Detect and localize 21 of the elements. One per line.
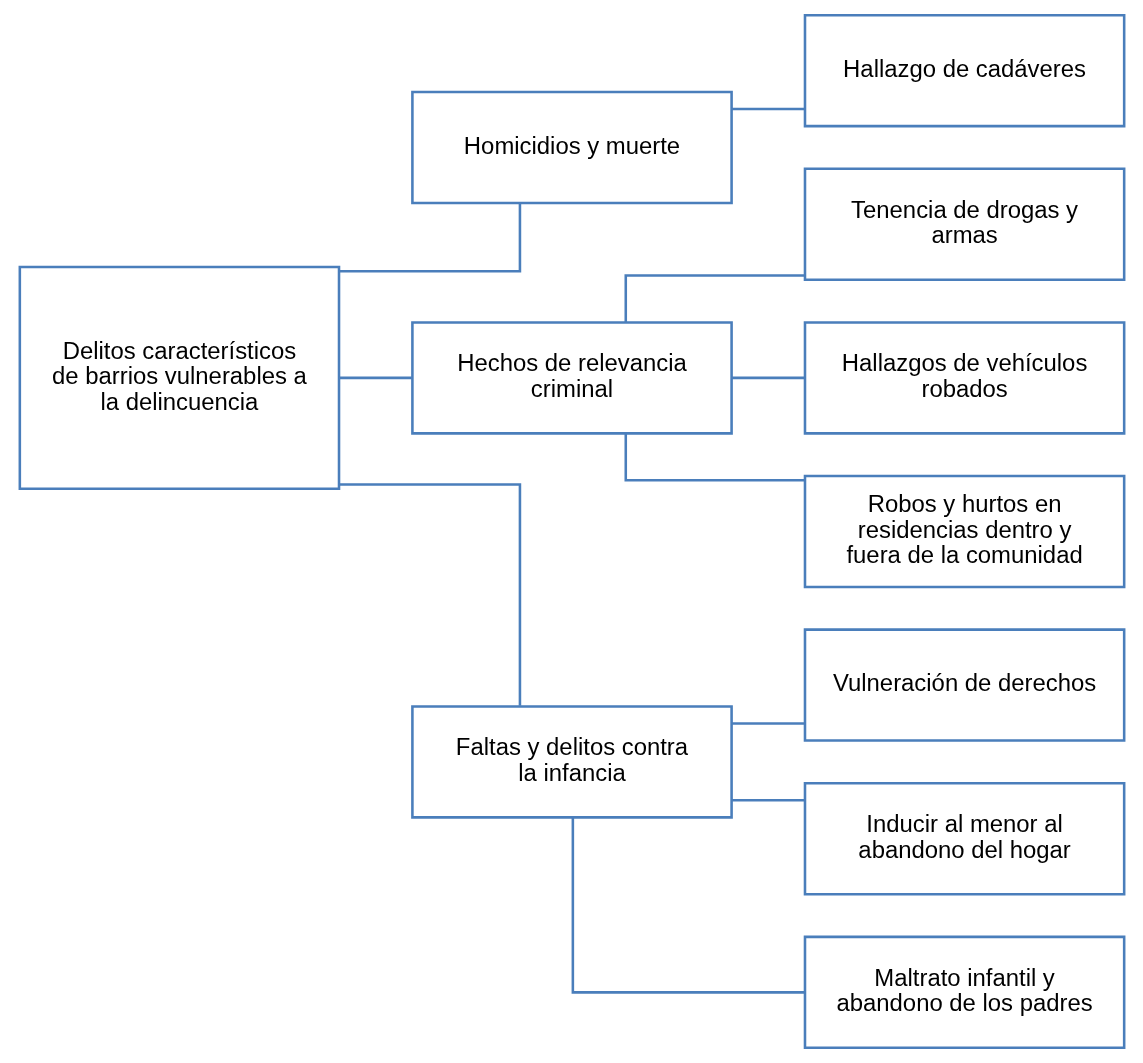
connector bbox=[624, 274, 805, 322]
connector bbox=[731, 107, 804, 111]
connector bbox=[731, 799, 804, 802]
node-box: Maltrato infantil y abandono de los padres bbox=[803, 935, 1125, 1050]
node-box: Tenencia de drogas y armas bbox=[803, 167, 1125, 281]
node-box: Vulneración de derechos bbox=[803, 628, 1125, 742]
connector bbox=[338, 483, 521, 706]
connector bbox=[731, 722, 804, 725]
node-box: Robos y hurtos en residencias dentro y fuera de la comunidad bbox=[803, 474, 1125, 589]
connector bbox=[624, 433, 805, 482]
node-box: Homicidios y muerte bbox=[410, 90, 733, 205]
node-box: Hechos de relevancia criminal bbox=[410, 321, 733, 435]
connector bbox=[338, 376, 412, 380]
connector bbox=[571, 817, 805, 994]
connector bbox=[731, 376, 804, 380]
connector bbox=[338, 203, 521, 273]
node-box: Faltas y delitos contra la infancia bbox=[410, 705, 733, 819]
node-box: Delitos característicos de barrios vulnerables a la delincuencia bbox=[18, 265, 340, 491]
node-box: Hallazgo de cadáveres bbox=[803, 13, 1125, 128]
node-box: Hallazgos de vehículos robados bbox=[803, 321, 1125, 435]
node-box: Inducir al menor al abandono del hogar bbox=[803, 782, 1125, 896]
